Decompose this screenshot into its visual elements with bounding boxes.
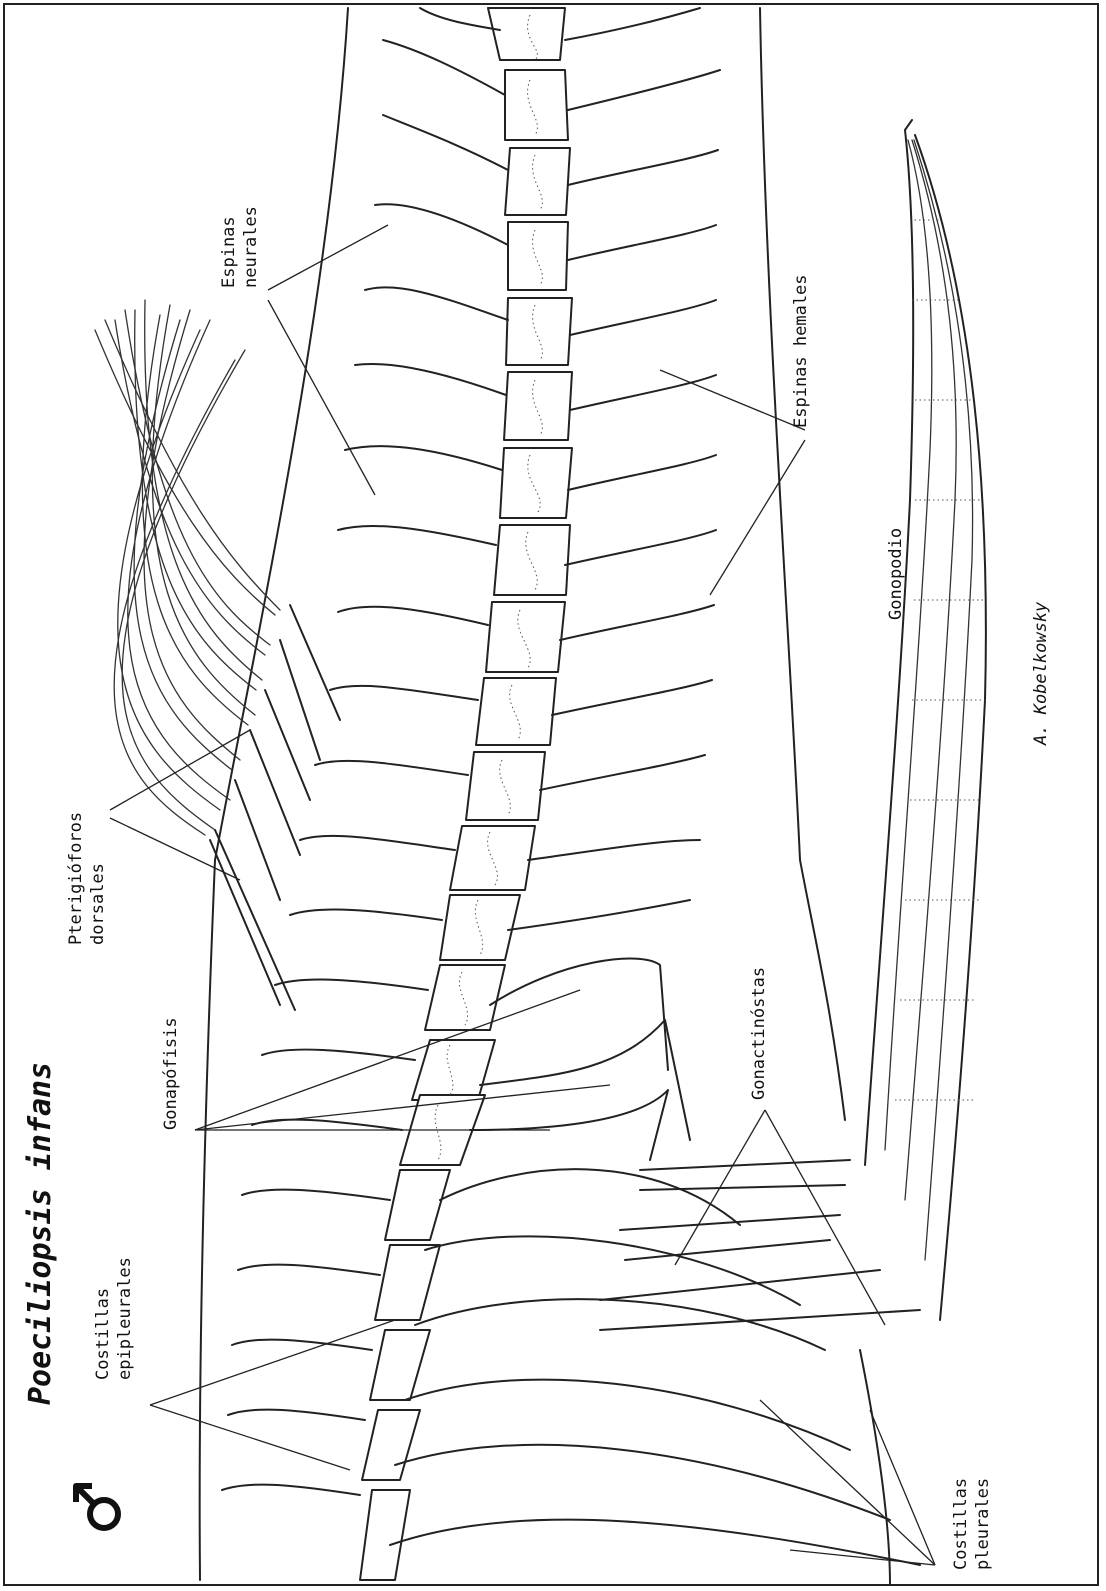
label-costillas-epipleurales-line1: Costillas bbox=[92, 1257, 114, 1380]
label-espinas-neurales: Espinas neurales bbox=[218, 206, 262, 288]
gonactinosts bbox=[600, 1160, 920, 1330]
author-credit: A. Kobelkowsky bbox=[1030, 602, 1052, 745]
dorsal-pterygiophores bbox=[210, 605, 340, 1010]
gonopodium bbox=[865, 120, 986, 1320]
label-pterigioforos-dorsales-line1: Pterigióforos bbox=[65, 812, 87, 945]
label-costillas-epipleurales-line2: epipleurales bbox=[114, 1257, 136, 1380]
label-gonactinostas: Gonactinóstas bbox=[748, 967, 770, 1100]
label-costillas-pleurales: Costillas pleurales bbox=[950, 1478, 994, 1570]
neural-spines bbox=[222, 8, 508, 1495]
label-costillas-pleurales-line2: pleurales bbox=[972, 1478, 994, 1570]
label-costillas-pleurales-line1: Costillas bbox=[950, 1478, 972, 1570]
label-espinas-hemales: Espinas hemales bbox=[790, 274, 812, 428]
label-costillas-epipleurales: Costillas epipleurales bbox=[92, 1257, 136, 1380]
figure-title: Poeciliopsis infans bbox=[30, 1062, 52, 1405]
label-gonapofisis: Gonapófisis bbox=[160, 1017, 182, 1130]
label-gonopodio: Gonopodio bbox=[885, 528, 907, 620]
label-espinas-neurales-line2: neurales bbox=[240, 206, 262, 288]
label-espinas-neurales-line1: Espinas bbox=[218, 206, 240, 288]
male-symbol-icon bbox=[70, 1480, 130, 1540]
dorsal-fin bbox=[95, 300, 280, 835]
vertebral-column bbox=[360, 8, 572, 1580]
label-pterigioforos-dorsales-line2: dorsales bbox=[87, 812, 109, 945]
label-pterigioforos-dorsales: Pterigióforos dorsales bbox=[65, 812, 109, 945]
